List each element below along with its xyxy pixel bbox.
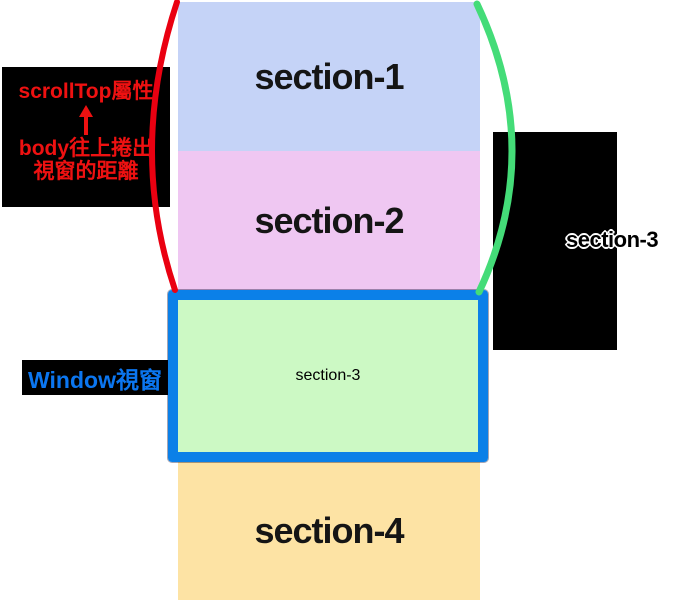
section-4-label: section-4 (254, 510, 404, 551)
offset-note-label: section-3 (566, 227, 659, 252)
section-2-box: section-2 (178, 151, 480, 290)
scrolltop-note-desc2: 視窗的距離 (33, 160, 139, 183)
section-1-label: section-1 (254, 55, 404, 97)
window-note: Window視窗 (22, 360, 168, 395)
scrolltop-note-title: scrollTop屬性 (18, 80, 154, 103)
section-2-label: section-2 (254, 199, 404, 241)
scrolltop-note-desc1: body往上捲出 (18, 137, 154, 160)
window-viewport-border: section-3 (168, 290, 488, 462)
window-note-label: Window視窗 (28, 366, 162, 393)
up-arrow-icon (77, 104, 95, 136)
section-3-label: section-3 (295, 367, 361, 384)
section-4-box: section-4 (178, 462, 480, 600)
section-3-box: section-3 (178, 300, 478, 452)
section-1-box: section-1 (178, 2, 480, 151)
scrolltop-note: scrollTop屬性 body往上捲出 視窗的距離 (2, 67, 170, 207)
